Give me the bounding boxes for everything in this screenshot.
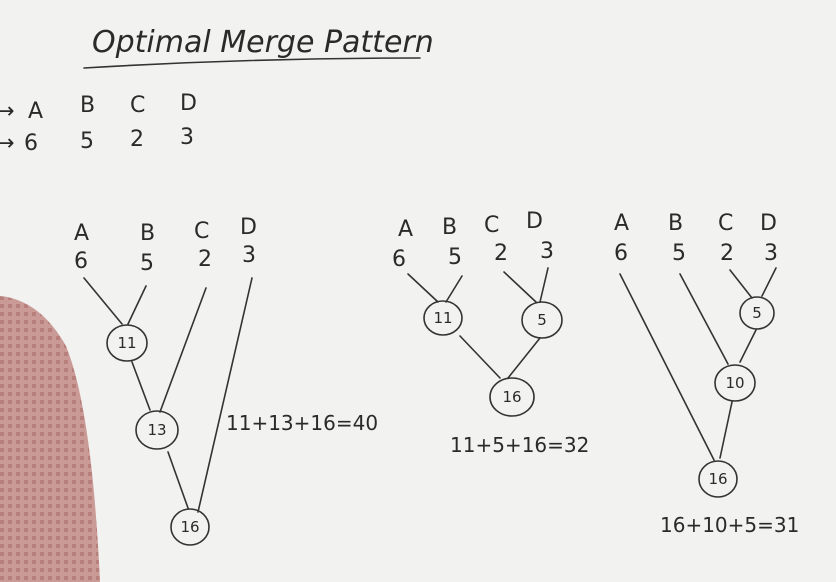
tree-file-size: 2 xyxy=(494,241,508,266)
merge-tree-1: A B C D 6 5 2 3 11 13 16 11+13+16=40 xyxy=(74,215,378,546)
tree-file-label: C xyxy=(718,211,733,236)
file-label: B xyxy=(80,93,95,118)
presenter-shoulder xyxy=(0,296,100,582)
arrow-icon: → xyxy=(0,131,14,156)
tree-file-label: D xyxy=(526,209,543,234)
file-size: 6 xyxy=(24,131,38,156)
file-label: C xyxy=(130,93,145,118)
tree-file-label: B xyxy=(140,221,155,246)
tree-file-label: C xyxy=(484,213,499,238)
file-label: D xyxy=(180,91,197,116)
tree-file-label: D xyxy=(240,215,257,240)
file-table: → → A B C D 6 5 2 3 xyxy=(0,91,197,156)
tree-node-value: 10 xyxy=(725,374,744,392)
tree-node xyxy=(714,364,756,402)
tree-cost-sum: 11+5+16=32 xyxy=(450,433,589,457)
tree-file-size: 6 xyxy=(74,249,88,274)
tree-edge xyxy=(619,267,777,461)
tree-node-value: 13 xyxy=(147,421,166,439)
tree-file-size: 6 xyxy=(614,241,628,266)
tree-file-size: 6 xyxy=(392,247,406,272)
tree-file-label: A xyxy=(74,221,89,246)
tree-file-size: 2 xyxy=(720,241,734,266)
tree-file-size: 3 xyxy=(242,243,256,268)
tree-file-size: 3 xyxy=(764,241,778,266)
title-underline xyxy=(83,57,421,69)
tree-node xyxy=(698,460,738,498)
tree-file-size: 5 xyxy=(672,241,686,266)
tree-edge xyxy=(83,277,253,513)
tree-cost-sum: 16+10+5=31 xyxy=(660,513,799,537)
merge-tree-3: A B C D 6 5 2 3 5 10 16 16+10+5=31 xyxy=(614,211,799,537)
tree-file-label: B xyxy=(668,211,683,236)
merge-tree-2: A B C D 6 5 2 3 11 5 16 11+5+16=32 xyxy=(392,209,589,457)
tree-edge xyxy=(407,267,549,379)
file-size: 2 xyxy=(130,127,144,152)
tree-node xyxy=(739,296,775,330)
tree-file-size: 5 xyxy=(140,251,154,276)
tree-node xyxy=(521,301,563,339)
tree-node xyxy=(170,508,210,546)
tree-node-value: 11 xyxy=(117,334,136,352)
tree-file-size: 3 xyxy=(540,239,554,264)
tree-file-label: B xyxy=(442,215,457,240)
file-label: A xyxy=(28,99,43,124)
arrow-icon: → xyxy=(0,99,14,124)
tree-node xyxy=(135,410,179,450)
tree-node-value: 5 xyxy=(537,311,547,329)
tree-node-value: 16 xyxy=(180,518,199,536)
file-size: 3 xyxy=(180,125,194,150)
tree-file-size: 2 xyxy=(198,247,212,272)
tree-cost-sum: 11+13+16=40 xyxy=(226,411,378,435)
tree-node-value: 5 xyxy=(752,304,762,322)
page-title: Optimal Merge Pattern xyxy=(92,25,434,60)
tree-file-label: A xyxy=(614,211,629,236)
tree-node xyxy=(106,324,148,362)
tree-node xyxy=(423,300,463,336)
tree-node-value: 16 xyxy=(502,388,521,406)
tree-node-value: 11 xyxy=(433,309,452,327)
file-size: 5 xyxy=(80,129,94,154)
tree-node-value: 16 xyxy=(708,470,727,488)
tree-file-label: C xyxy=(194,219,209,244)
tree-file-label: A xyxy=(398,217,413,242)
tree-file-label: D xyxy=(760,211,777,236)
tree-file-size: 5 xyxy=(448,245,462,270)
tree-node xyxy=(489,377,535,417)
